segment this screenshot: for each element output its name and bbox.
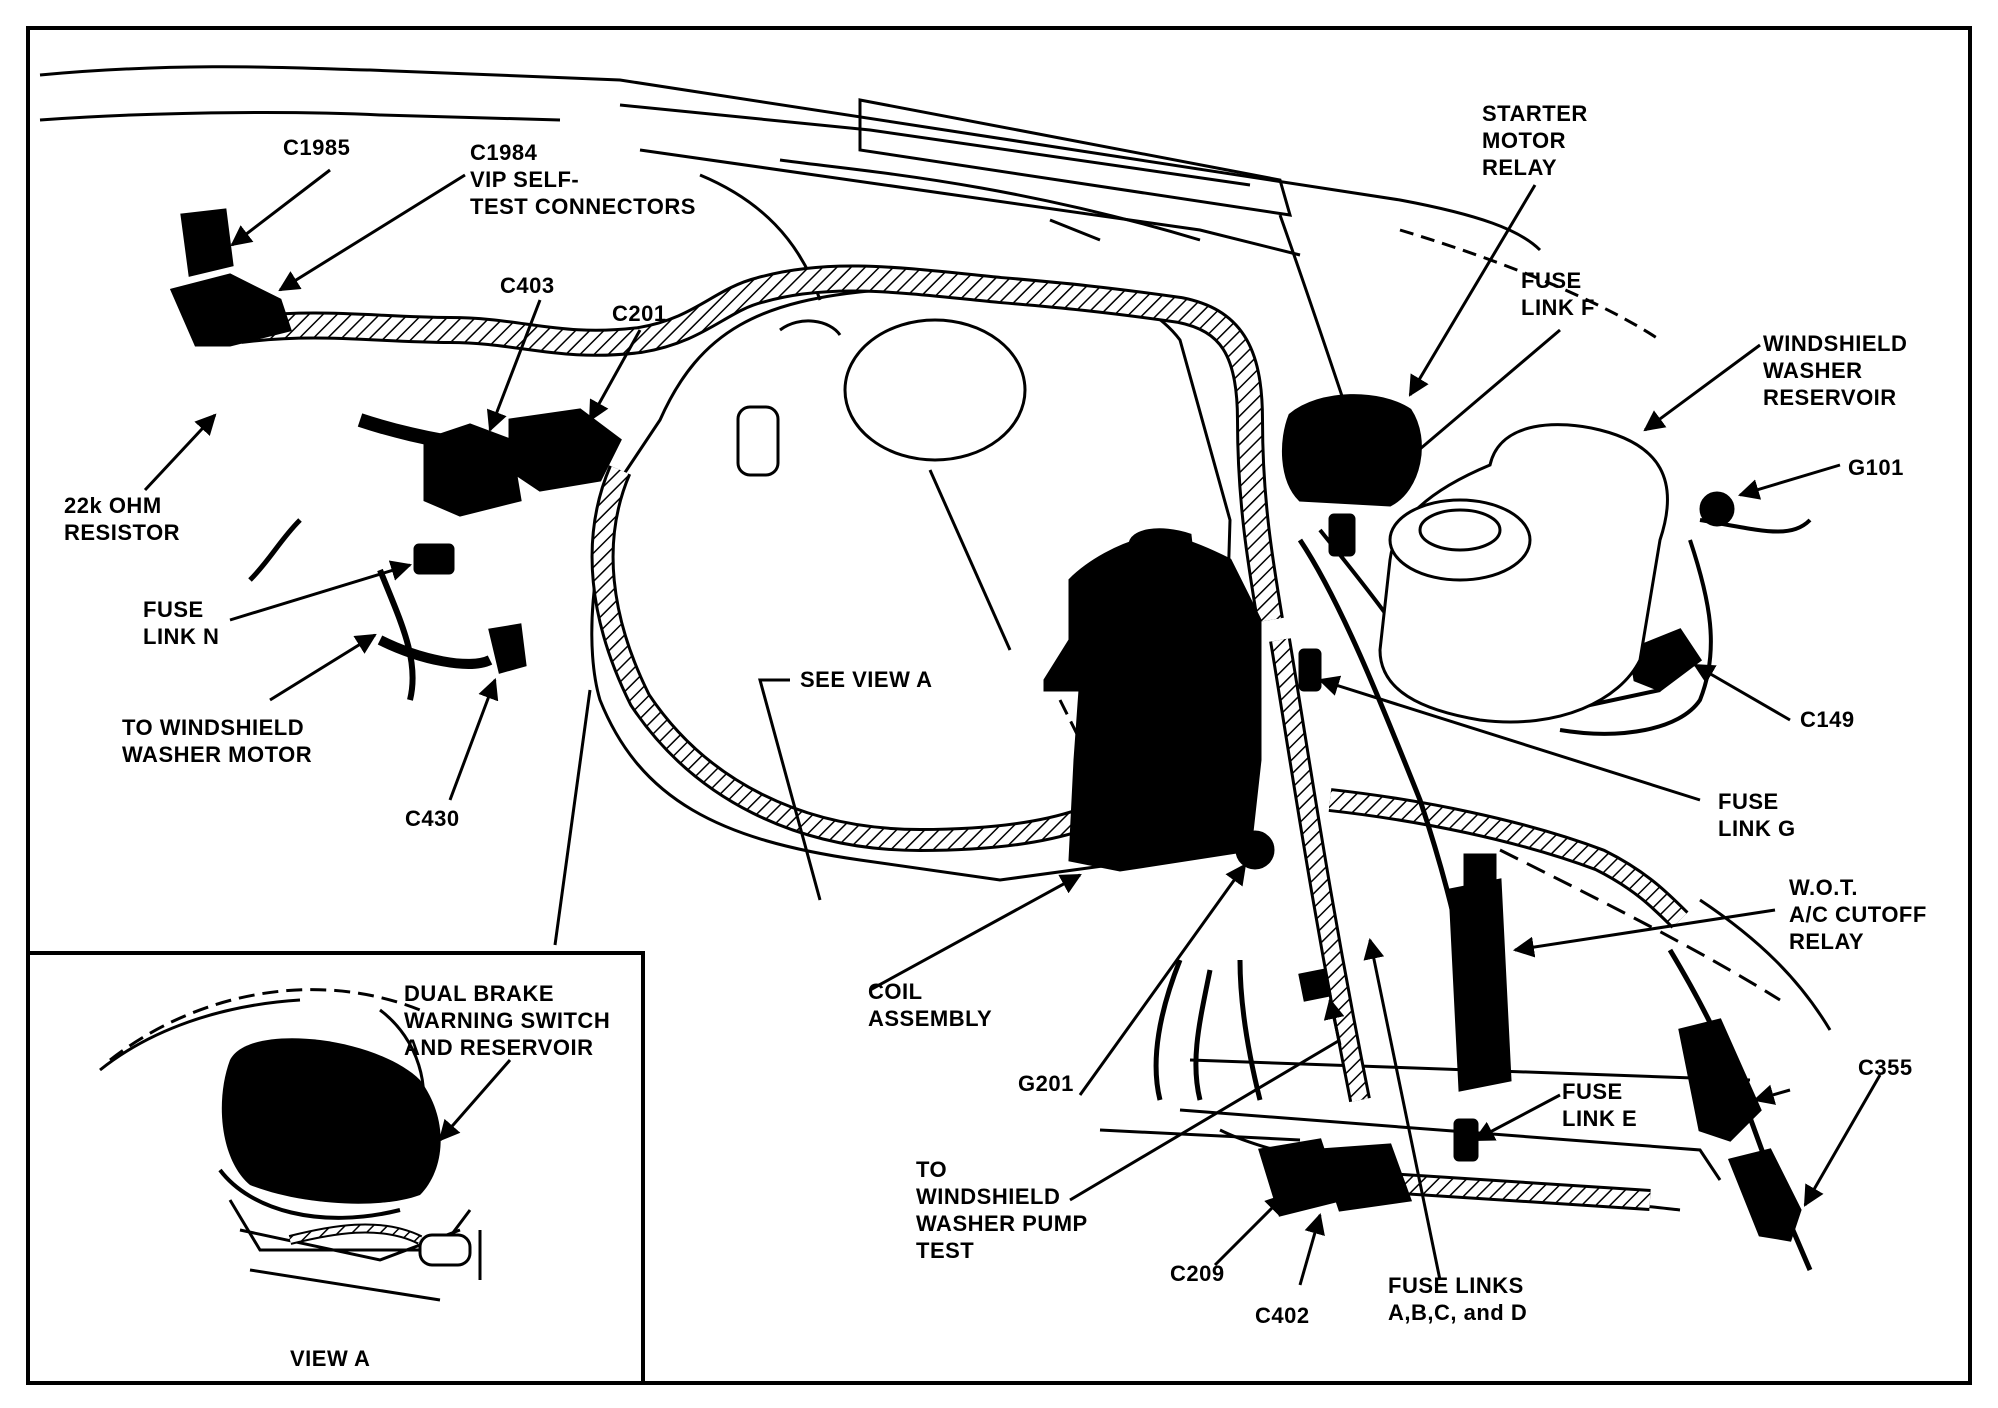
brake-reservoir [221,1038,441,1204]
washer-pump-test-plug [1298,968,1332,1002]
fuse-link-n-plug [413,543,455,575]
fuse-link-e-plug [1453,1118,1479,1162]
c201-connector [508,408,622,492]
label-fuse-links-abcd: FUSE LINKS A,B,C, and D [1388,1273,1528,1325]
label-22k-ohm-resistor: 22k OHM RESISTOR [64,493,181,545]
c1984-connector [169,273,292,347]
label-wot-ac-cutoff-relay: W.O.T. A/C CUTOFF RELAY [1789,875,1927,954]
label-fuse-link-g: FUSE LINK G [1718,789,1796,841]
leader-lines [143,168,1882,1286]
g201-terminal [1235,830,1275,870]
fuse-link-g-plug [1298,648,1322,692]
label-c355: C355 [1858,1055,1913,1080]
washer-reservoir [1378,423,1669,724]
label-c209: C209 [1170,1261,1225,1286]
starter-motor-relay [1281,394,1422,507]
label-c149: C149 [1800,707,1855,732]
c403-connector [423,423,522,517]
label-c403: C403 [500,273,555,298]
body-outline [39,65,1661,421]
coil-assembly [1043,534,1262,872]
label-fuse-link-n: FUSE LINK N [143,597,220,649]
label-c402: C402 [1255,1303,1310,1328]
label-starter-motor-relay: STARTER MOTOR RELAY [1482,101,1588,180]
coil-top [1128,528,1197,587]
view-a-inset [26,951,645,1385]
label-windshield-washer-reservoir: WINDSHIELD WASHER RESERVOIR [1763,331,1908,410]
outer-frame [26,26,1972,1385]
label-to-windshield-washer-pump-test: TO WINDSHIELD WASHER PUMP TEST [916,1157,1088,1263]
label-fuse-link-f: FUSE LINK F [1521,268,1595,320]
label-g101: G101 [1848,455,1904,480]
label-g201: G201 [1018,1071,1074,1096]
c355-plug [1727,1148,1802,1242]
washer-motor-wire [377,635,493,669]
components [169,208,1802,1242]
fuse-link-f-plug [1328,513,1356,557]
g101-terminal [1699,491,1735,527]
label-c201: C201 [612,301,667,326]
c1985-connector [180,208,234,277]
wot-relay [1448,878,1512,1092]
label-see-view-a: SEE VIEW A [800,667,933,692]
wot-relay-cap [1463,853,1497,887]
label-c1985: C1985 [283,135,351,160]
label-view-a: VIEW A [290,1346,371,1371]
c149-connector [1628,628,1703,692]
label-to-windshield-washer-motor: TO WINDSHIELD WASHER MOTOR [122,715,313,767]
c355-connector [1678,1018,1762,1142]
label-fuse-link-e: FUSE LINK E [1562,1079,1638,1131]
c402-connector [1317,1143,1413,1212]
label-coil-assembly: COIL ASSEMBLY [868,979,993,1031]
label-dual-brake-warning-switch: DUAL BRAKE WARNING SWITCH AND RESERVOIR [404,981,611,1060]
c430-connector [488,623,527,674]
label-c1984-vip-self-test: C1984 VIP SELF- TEST CONNECTORS [470,140,696,219]
label-c430: C430 [405,806,460,831]
